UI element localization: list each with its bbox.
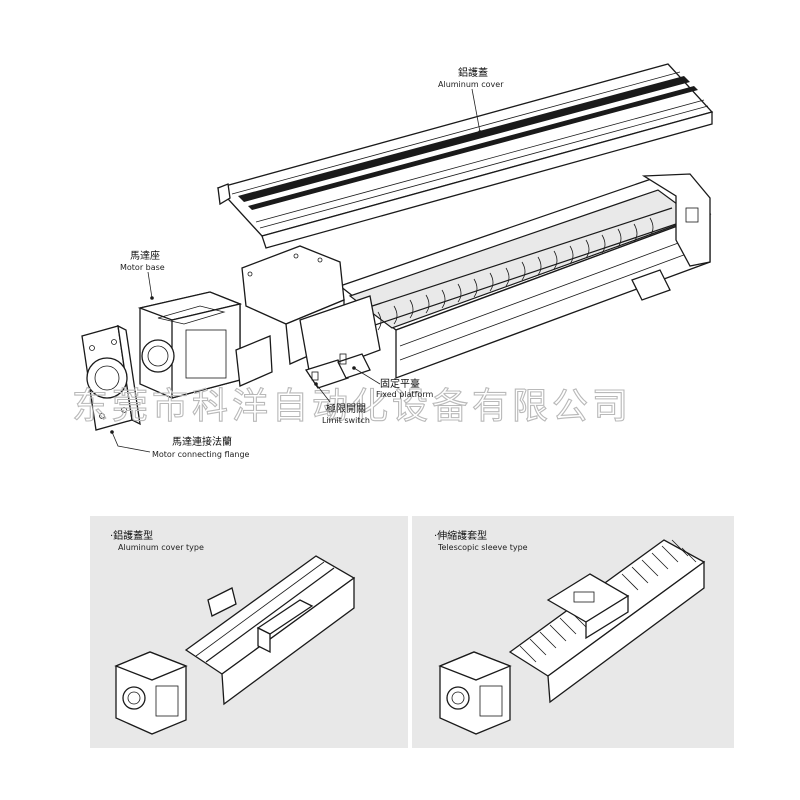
panel-left-title-cn: ·鋁護蓋型 [110,529,153,542]
motor-flange-label-cn: 馬達連接法蘭 [172,435,232,448]
rail-body-part [338,173,712,379]
ball-screw [359,207,683,331]
label-limit-switch: 極限開關 Limit switch [314,382,370,425]
motor-cube-part [137,291,273,399]
label-motor-flange: 馬達連接法蘭 Motor connecting flange [110,430,250,459]
label-aluminum-cover: 鋁護蓋 Aluminum cover [438,66,504,134]
aluminum-cover-label-cn: 鋁護蓋 [458,66,488,79]
fixed-platform-label-en: Fixed platform [376,390,433,399]
limit-switch-label-cn: 極限開關 [326,402,366,415]
label-motor-base: 馬達座 Motor base [120,249,165,300]
aluminum-cover-module-drawing [114,555,356,735]
label-fixed-platform: 固定平臺 Fixed platform [352,366,433,399]
aluminum-cover-label-en: Aluminum cover [438,80,504,89]
fixed-platform-label-cn: 固定平臺 [380,377,420,390]
motor-flange-part [81,324,141,431]
panel-right-title-en: Telescopic sleeve type [437,543,528,552]
telescopic-sleeve-module-drawing [438,539,706,735]
motor-base-label-cn: 馬達座 [130,249,160,262]
aluminum-cover-part [216,63,714,249]
motor-base-label-en: Motor base [120,263,165,272]
panel-left-title-en: Aluminum cover type [118,543,204,552]
watermark-text: 东莞市科洋自动化设备有限公司 [72,386,632,427]
panel-telescopic-sleeve-type: ·伸縮護套型 Telescopic sleeve type [412,516,734,748]
fixed-platform-part [304,353,371,389]
panel-right-title-cn: ·伸縮護套型 [434,529,487,542]
panel-aluminum-cover-type: ·鋁護蓋型 Aluminum cover type [90,516,408,748]
motor-flange-label-en: Motor connecting flange [152,450,250,459]
limit-switch-label-en: Limit switch [322,416,370,425]
